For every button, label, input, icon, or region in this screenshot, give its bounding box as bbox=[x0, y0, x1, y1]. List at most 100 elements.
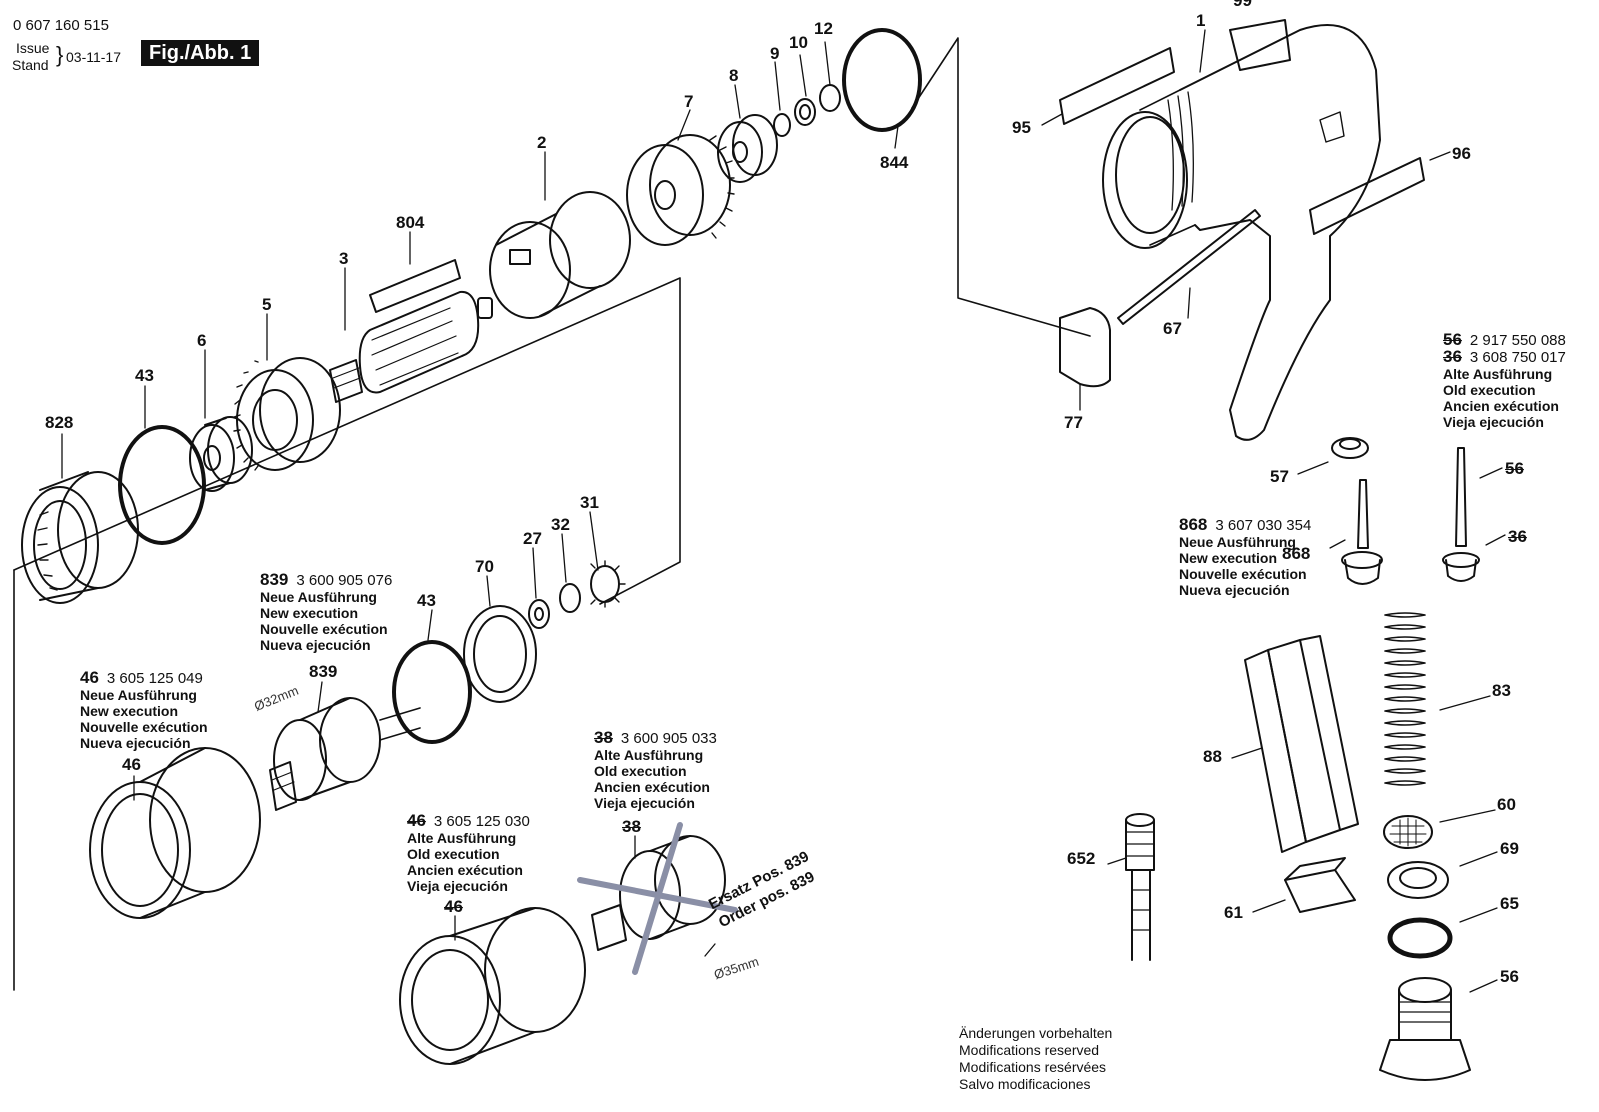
part-label-65: 65 bbox=[1500, 894, 1519, 913]
strainer-60 bbox=[1383, 815, 1433, 849]
end-plate-7 bbox=[626, 134, 735, 246]
block-46-old-l2: Old execution bbox=[407, 846, 500, 862]
figure-label: Fig./Abb. 1 bbox=[141, 40, 260, 66]
block-36-num: 36 bbox=[1443, 347, 1462, 366]
block-56-l4: Vieja ejecución bbox=[1443, 414, 1544, 430]
block-46-new-l1: Neue Ausführung bbox=[80, 687, 197, 703]
part-label-46-old: 46 bbox=[444, 897, 463, 916]
o-ring-844 bbox=[842, 28, 922, 132]
motor-38-old bbox=[577, 822, 738, 975]
washers-9-10-12 bbox=[773, 84, 841, 137]
part-label-61: 61 bbox=[1224, 903, 1243, 922]
block-46-new: 46 3 605 125 049 Neue Ausführung New exec… bbox=[80, 668, 208, 751]
part-label-7: 7 bbox=[684, 92, 694, 111]
issue-brace: } bbox=[56, 42, 64, 67]
washer-57 bbox=[1331, 437, 1369, 459]
gear-31 bbox=[590, 560, 626, 608]
block-839-l3: Nouvelle exécution bbox=[260, 621, 388, 637]
part-label-6: 6 bbox=[197, 331, 207, 350]
fitting-56 bbox=[1379, 977, 1471, 1081]
block-36-code: 3 608 750 017 bbox=[1469, 349, 1566, 366]
part-label-77: 77 bbox=[1064, 413, 1083, 432]
part-label-95: 95 bbox=[1012, 118, 1031, 137]
block-46-new-num: 46 bbox=[80, 668, 99, 687]
footer-line-4: Salvo modificaciones bbox=[959, 1076, 1091, 1092]
block-46-old-num: 46 bbox=[407, 811, 426, 830]
washer-27 bbox=[528, 599, 550, 629]
valve-old-56-36 bbox=[1442, 447, 1480, 582]
block-839-l2: New execution bbox=[260, 605, 359, 621]
sleeve-46-old bbox=[399, 907, 586, 1065]
block-38-l3: Ancien exécution bbox=[594, 779, 710, 795]
block-46-new-l2: New execution bbox=[80, 703, 179, 719]
block-46-old-l4: Vieja ejecución bbox=[407, 878, 508, 894]
trigger-77 bbox=[1059, 307, 1111, 388]
part-label-8: 8 bbox=[729, 66, 739, 85]
block-46-new-l3: Nouvelle exécution bbox=[80, 719, 208, 735]
o-ring-43 bbox=[118, 425, 206, 545]
part-label-828: 828 bbox=[45, 413, 74, 432]
part-label-43b: 43 bbox=[417, 591, 436, 610]
part-label-36: 36 bbox=[1508, 527, 1527, 546]
silencer-88 bbox=[1244, 635, 1359, 853]
block-839-num: 839 bbox=[260, 570, 289, 589]
part-label-43a: 43 bbox=[135, 366, 154, 385]
block-839-l4: Nueva ejecución bbox=[260, 637, 371, 653]
planet-carrier-5 bbox=[233, 357, 341, 471]
block-56-code: 2 917 550 088 bbox=[1469, 332, 1566, 349]
part-label-96: 96 bbox=[1452, 144, 1471, 163]
block-868-l2: New execution bbox=[1179, 550, 1278, 566]
part-label-10: 10 bbox=[789, 33, 808, 52]
part-label-5: 5 bbox=[262, 295, 272, 314]
part-label-56-old: 56 bbox=[1505, 459, 1524, 478]
block-46-new-l4: Nueva ejecución bbox=[80, 735, 191, 751]
block-868-code: 3 607 030 354 bbox=[1215, 517, 1312, 534]
block-61 bbox=[1284, 857, 1356, 913]
block-868-l1: Neue Ausführung bbox=[1179, 534, 1296, 550]
block-56-l2: Old execution bbox=[1443, 382, 1536, 398]
doc-number: 0 607 160 515 bbox=[13, 17, 109, 34]
part-label-3: 3 bbox=[339, 249, 349, 268]
block-56-l1: Alte Ausführung bbox=[1443, 366, 1553, 382]
rotor-3 bbox=[329, 290, 493, 403]
block-46-old: 46 3 605 125 030 Alte Ausführung Old exec… bbox=[407, 811, 530, 894]
part-label-57: 57 bbox=[1270, 467, 1289, 486]
block-46-new-code: 3 605 125 049 bbox=[106, 670, 203, 687]
washer-69 bbox=[1387, 861, 1449, 899]
block-839-l1: Neue Ausführung bbox=[260, 589, 377, 605]
part-label-67: 67 bbox=[1163, 319, 1182, 338]
part-label-31: 31 bbox=[580, 493, 599, 512]
part-label-83: 83 bbox=[1492, 681, 1511, 700]
disc-70 bbox=[463, 605, 537, 703]
block-46-old-l3: Ancien exécution bbox=[407, 862, 523, 878]
part-label-99: 99 bbox=[1233, 0, 1252, 10]
leader-lines bbox=[61, 29, 1506, 993]
part-label-88: 88 bbox=[1203, 747, 1222, 766]
issue-date: 03-11-17 bbox=[66, 49, 122, 65]
block-868-new: 868 3 607 030 354 Neue Ausführung New exe… bbox=[1179, 516, 1312, 598]
hose-nipple-652 bbox=[1125, 813, 1155, 961]
label-strip-96 bbox=[1309, 157, 1425, 235]
block-46-old-code: 3 605 125 030 bbox=[433, 813, 530, 830]
label-strip-99 bbox=[1229, 19, 1291, 71]
pin-67 bbox=[1117, 209, 1261, 325]
sleeve-46 bbox=[89, 747, 261, 919]
housing-1 bbox=[1102, 24, 1381, 441]
part-label-9: 9 bbox=[770, 44, 780, 63]
motor-839 bbox=[269, 697, 421, 811]
part-label-27: 27 bbox=[523, 529, 542, 548]
part-label-12: 12 bbox=[814, 19, 833, 38]
issue-label: Issue bbox=[16, 40, 50, 56]
part-label-868: 868 bbox=[1282, 544, 1311, 563]
block-46-old-l1: Alte Ausführung bbox=[407, 830, 517, 846]
block-839-code: 3 600 905 076 bbox=[296, 572, 393, 589]
part-label-60: 60 bbox=[1497, 795, 1516, 814]
bearing-8 bbox=[717, 114, 778, 183]
part-label-56: 56 bbox=[1500, 967, 1519, 986]
cylinder-2 bbox=[489, 191, 631, 319]
part-label-804: 804 bbox=[396, 213, 425, 232]
